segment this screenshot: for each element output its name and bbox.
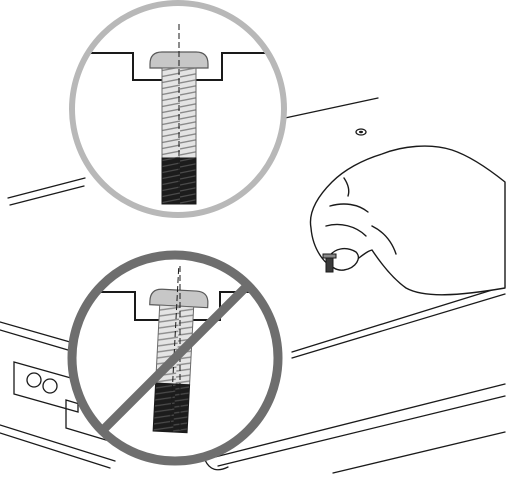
- side-panel-top-2: [0, 329, 69, 351]
- hand-icon: [309, 145, 506, 296]
- appliance-outline: [0, 97, 506, 474]
- prohibition-icon: [67, 250, 283, 466]
- top-edge-left: [7, 177, 86, 199]
- front-face-line-1: [214, 383, 506, 458]
- knuckle: [343, 177, 350, 197]
- side-panel-bottom-2: [0, 432, 111, 469]
- finger-line-2: [325, 223, 367, 237]
- top-edge-right: [284, 97, 379, 119]
- screw-head: [149, 288, 209, 309]
- front-face-line-2: [217, 395, 506, 467]
- knob-icon: [26, 372, 42, 388]
- bottom-rail: [332, 431, 506, 474]
- control-panel-frame: [13, 361, 79, 413]
- side-panel-top: [0, 321, 71, 343]
- finger-line-3: [371, 225, 397, 255]
- correct-installation-panel: [69, 0, 287, 218]
- side-panel-bottom: [0, 424, 116, 462]
- front-lip-upper: [291, 285, 506, 353]
- control-knobs: [26, 372, 58, 394]
- front-corner: [204, 459, 229, 471]
- front-lip-lower: [291, 293, 506, 359]
- correct-ring-icon: [69, 0, 287, 218]
- incorrect-installation-panel: [67, 250, 283, 466]
- screw-icon: [322, 253, 337, 273]
- finger-line-1: [329, 203, 369, 213]
- screw-hole-icon: [355, 128, 367, 136]
- knob-icon: [42, 378, 58, 394]
- hand-outline: [309, 145, 506, 296]
- top-edge-left-2: [9, 185, 85, 206]
- screw-axis: [169, 268, 180, 426]
